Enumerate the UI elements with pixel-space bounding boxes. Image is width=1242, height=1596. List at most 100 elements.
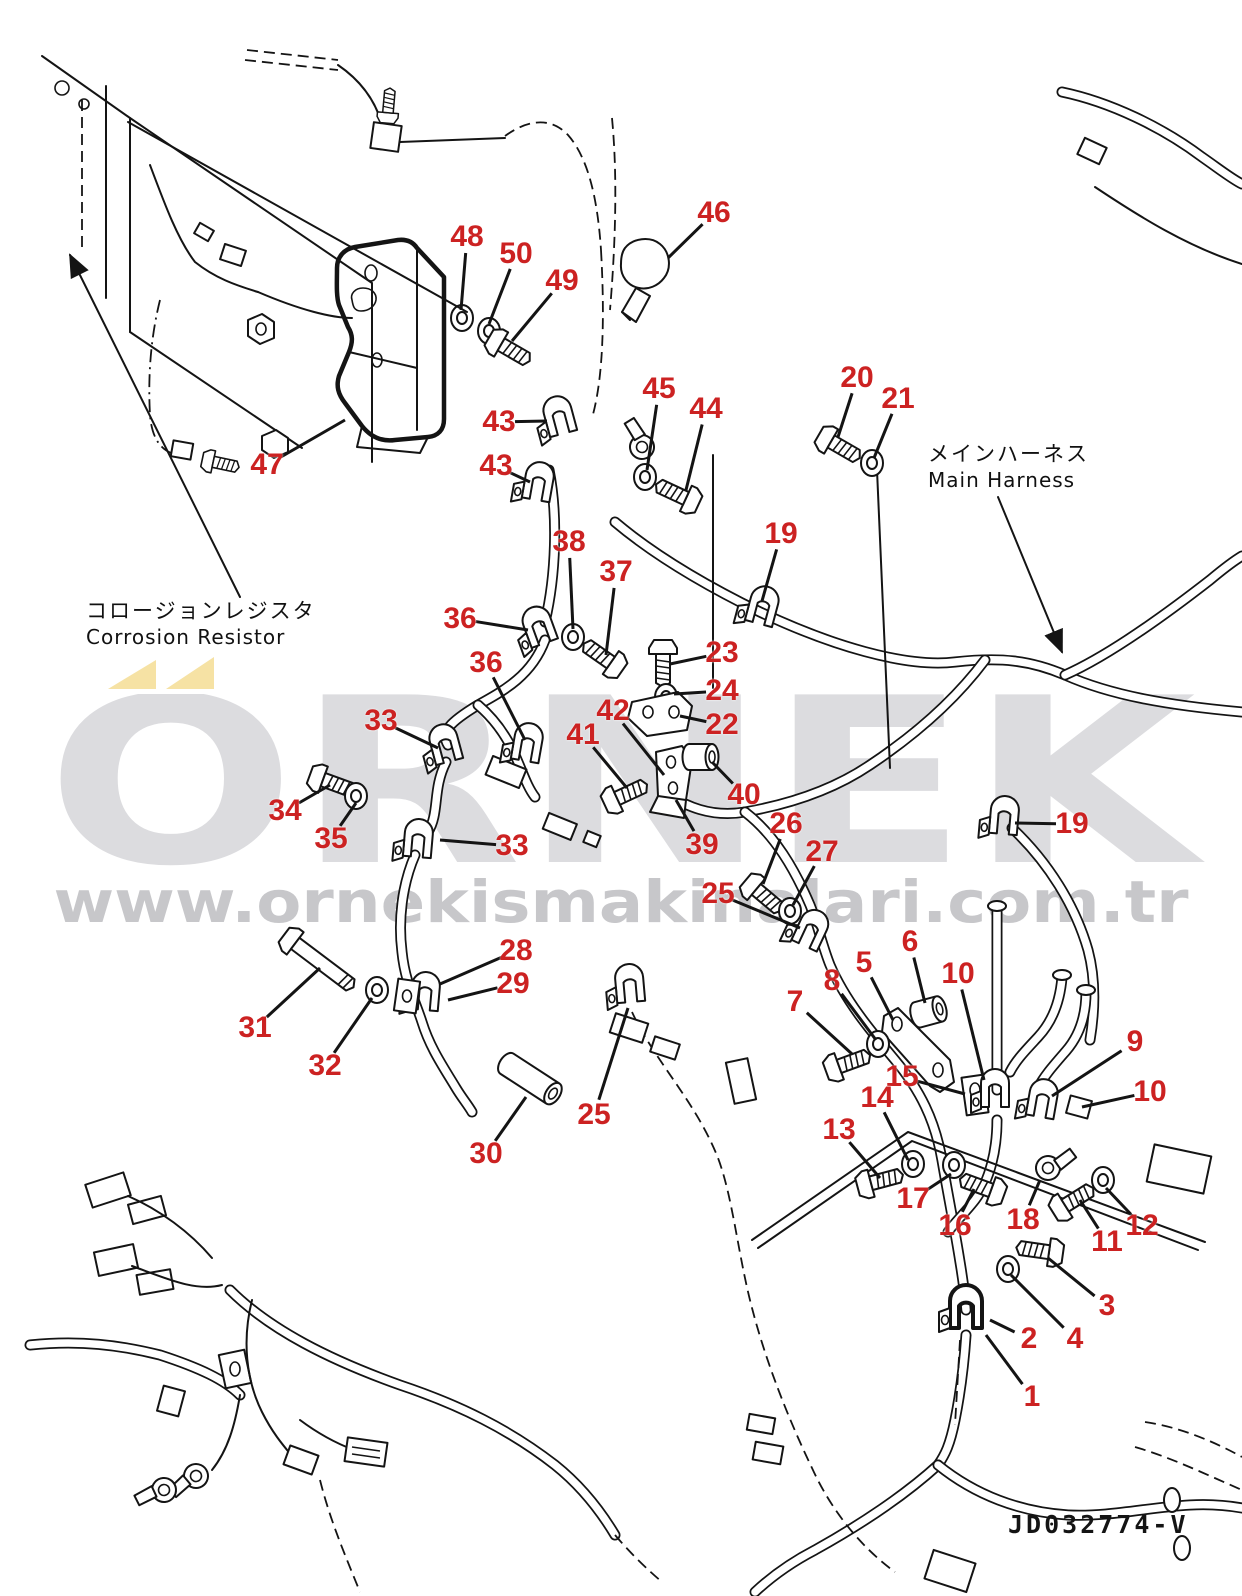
- callout-9: 9: [1126, 1025, 1144, 1058]
- leader-line-19: [1014, 821, 1057, 826]
- main-harness-label: メインハーネス Main Harness: [928, 441, 1089, 493]
- callout-7: 7: [786, 985, 804, 1018]
- leader-line-49: [510, 292, 553, 342]
- washer-45-icon: [633, 463, 657, 491]
- leader-line-41: [592, 746, 629, 789]
- leader-line-10: [1081, 1093, 1135, 1109]
- bracket-47: [334, 237, 447, 454]
- leader-line-38: [568, 557, 575, 630]
- leader-line-25: [597, 1007, 630, 1101]
- leader-line-2: [989, 1318, 1016, 1334]
- leader-lines: [265, 223, 1135, 1386]
- leader-line-30: [493, 1096, 528, 1142]
- tube-centerline: [954, 1339, 961, 1426]
- dashed-curve: [1144, 1421, 1242, 1458]
- leader-line-44: [684, 424, 704, 491]
- callout-39: 39: [685, 828, 719, 861]
- clamp-ear-10: [1065, 1094, 1093, 1120]
- clamp-25-icon: [602, 961, 647, 1012]
- callout-1: 1: [1023, 1380, 1041, 1413]
- leader-line-26: [761, 838, 782, 885]
- callout-38: 38: [552, 525, 586, 558]
- main-harness-label-jp: メインハーネス: [928, 442, 1089, 466]
- hardware-parts: [274, 304, 1115, 1334]
- callout-29: 29: [496, 967, 530, 1000]
- leader-line-22: [679, 714, 707, 724]
- callout-27: 27: [805, 835, 839, 868]
- callout-25: 25: [577, 1098, 611, 1131]
- leader-line-14: [882, 1111, 910, 1161]
- cover-30-icon: [493, 1048, 567, 1109]
- leader-line-29: [447, 986, 498, 1002]
- leader-line-6: [912, 957, 927, 1004]
- bolt-icon: [199, 447, 243, 480]
- leader-line-4: [1009, 1273, 1065, 1329]
- leader-line-39: [674, 799, 696, 832]
- ground-wire: [876, 469, 891, 769]
- callout-49: 49: [545, 264, 579, 297]
- leader-line-10: [960, 989, 986, 1081]
- watermark-yellow-triangle-icon: [108, 660, 156, 689]
- watermark-url-text: www.ornekismakinalari.com.tr: [54, 868, 1189, 936]
- leader-line-25: [732, 898, 801, 930]
- leader-line-46: [666, 223, 704, 260]
- leader-line-21: [872, 413, 894, 459]
- callout-33: 33: [364, 704, 398, 737]
- callout-28: 28: [499, 934, 533, 967]
- bracket-22: [627, 691, 693, 737]
- leader-line-9: [1051, 1049, 1123, 1098]
- callout-15: 15: [885, 1060, 919, 1093]
- callout-13: 13: [822, 1113, 856, 1146]
- leader-line-12: [1104, 1186, 1133, 1216]
- washer-21-icon: [860, 449, 884, 477]
- leader-line-37: [604, 587, 616, 656]
- leader-line-43: [509, 471, 531, 484]
- leader-line-15: [917, 1079, 966, 1096]
- callout-26: 26: [769, 807, 803, 840]
- callout-19: 19: [1055, 807, 1089, 840]
- bolt-icon: [375, 86, 402, 125]
- clamp-2-icon: [937, 1283, 984, 1334]
- callout-23: 23: [705, 636, 739, 669]
- callout-36: 36: [443, 602, 477, 635]
- callout-46: 46: [697, 196, 731, 229]
- leader-line-16: [960, 1188, 976, 1213]
- leader-line-34: [298, 783, 331, 805]
- callout-20: 20: [840, 361, 874, 394]
- callout-50: 50: [499, 237, 533, 270]
- dashed-harness-branch: [631, 1011, 896, 1573]
- callout-14: 14: [860, 1081, 894, 1114]
- leader-line-47: [280, 418, 346, 459]
- leader-line-42: [621, 722, 666, 776]
- leader-line-40: [710, 760, 734, 785]
- leader-line-5: [869, 976, 895, 1021]
- leader-line-1: [984, 1334, 1024, 1386]
- leader-line-45: [645, 404, 659, 471]
- ring-terminal-icon: [132, 1475, 179, 1507]
- frame-drawing: [41, 55, 373, 480]
- plate-29: [392, 977, 422, 1015]
- callout-30: 30: [469, 1137, 503, 1170]
- callout-33: 33: [495, 829, 529, 862]
- callout-19: 19: [764, 517, 798, 550]
- callout-36: 36: [469, 646, 503, 679]
- callout-25: 25: [701, 877, 735, 910]
- washer-12-icon: [1091, 1166, 1115, 1194]
- leader-line-13: [848, 1141, 882, 1179]
- callout-43: 43: [482, 405, 516, 438]
- ring-terminal-18-icon: [1032, 1146, 1082, 1184]
- corrosion-resistor-label-jp: コロージョンレジスタ: [86, 599, 316, 623]
- leader-line-35: [338, 802, 358, 827]
- mounting-rail: [757, 1140, 1199, 1251]
- leader-line-17: [925, 1172, 952, 1192]
- leader-line-33: [439, 838, 497, 847]
- watermark-yellow-triangle-icon: [166, 657, 214, 689]
- callout-2: 2: [1020, 1322, 1038, 1355]
- callout-45: 45: [642, 372, 676, 405]
- leader-line-19: [760, 548, 779, 602]
- callout-17: 17: [896, 1182, 930, 1215]
- bolt-44-icon: [649, 470, 706, 519]
- leader-line-43: [514, 419, 548, 424]
- callout-42: 42: [596, 694, 630, 727]
